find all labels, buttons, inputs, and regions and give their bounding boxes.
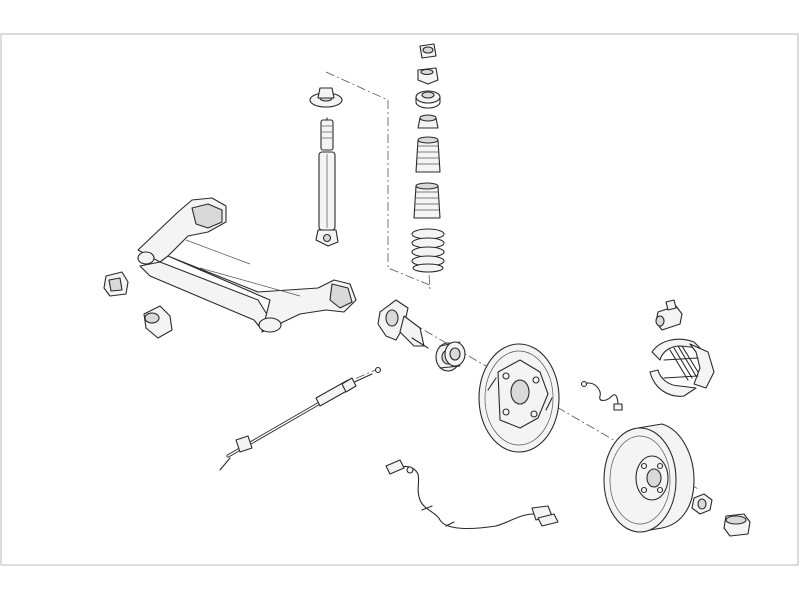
- wheel-bearing-icon: [435, 341, 466, 372]
- diagram-frame: [0, 33, 799, 566]
- bump-stop-icon: [417, 114, 439, 129]
- mount-cap-icon: [417, 67, 439, 85]
- handbrake-cable-icon: [219, 366, 382, 471]
- brake-backing-plate-icon: [478, 343, 560, 453]
- strut-top-mount-icon: [309, 87, 343, 108]
- shock-absorber-icon: [315, 117, 339, 247]
- mounting-sleeve-icon: [143, 305, 173, 339]
- coil-spring-icon: [411, 228, 445, 273]
- stub-axle-icon: [377, 299, 429, 349]
- hub-cap-icon: [723, 513, 751, 537]
- axle-bushing-icon: [103, 271, 129, 297]
- brake-drum-icon: [603, 423, 695, 533]
- brake-shoes-icon: [649, 338, 715, 397]
- abs-sensor-icon: [385, 459, 559, 530]
- bearing-ring-icon: [415, 90, 441, 109]
- axle-nut-icon: [691, 493, 713, 515]
- wheel-cylinder-icon: [655, 299, 683, 331]
- top-nut-icon: [419, 43, 437, 59]
- dust-boot-icon: [413, 136, 441, 219]
- brake-hose-icon: [580, 380, 623, 411]
- rear-axle-beam-icon: [137, 197, 357, 333]
